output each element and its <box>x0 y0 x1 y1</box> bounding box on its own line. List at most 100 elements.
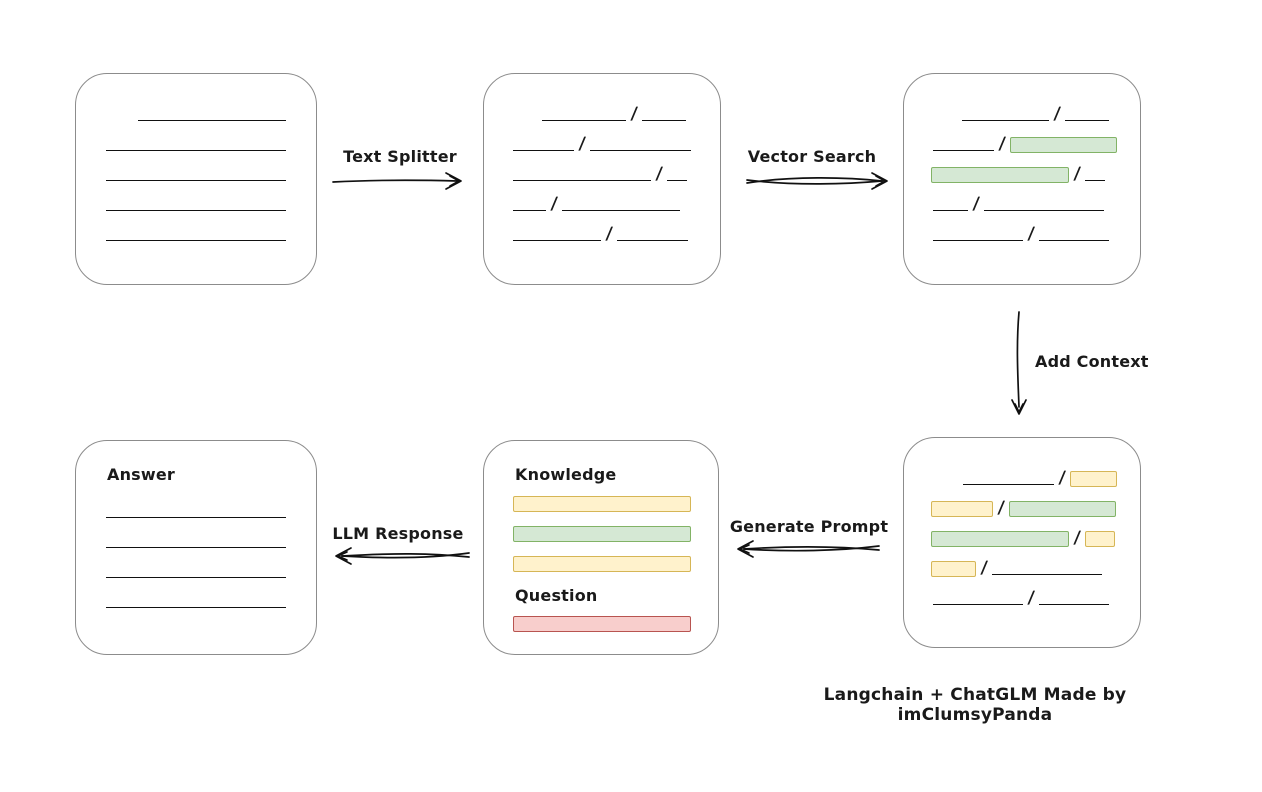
text-line <box>1039 604 1110 605</box>
text-line <box>513 240 601 241</box>
question-label: Question <box>515 586 598 605</box>
text-line <box>542 120 626 121</box>
chunk-row <box>76 594 316 610</box>
slash-separator: / <box>1027 223 1036 244</box>
text-line <box>513 210 546 211</box>
chunk-highlight-green <box>513 526 691 542</box>
chunk-row <box>484 616 718 632</box>
chunk-row <box>76 107 316 123</box>
text-line <box>513 180 651 181</box>
chunk-highlight-yellow <box>513 556 691 572</box>
generate-prompt-arrow <box>737 540 880 558</box>
text-line <box>963 484 1054 485</box>
chunk-row <box>484 526 718 542</box>
slash-separator: / <box>997 497 1006 518</box>
answer-box: Answer <box>75 440 317 655</box>
vector-search-result-box: / / / / / <box>903 73 1141 285</box>
chunk-row: / <box>484 103 720 124</box>
text-line <box>106 180 286 181</box>
slash-separator: / <box>1073 527 1082 548</box>
chunk-row: / <box>484 163 720 184</box>
slash-separator: / <box>1053 103 1062 124</box>
chunk-row <box>484 556 718 572</box>
slash-separator: / <box>550 193 559 214</box>
chunk-row <box>76 197 316 213</box>
chunk-row: / <box>904 497 1140 518</box>
chunk-row <box>76 137 316 153</box>
text-splitter-label: Text Splitter <box>343 147 457 166</box>
chunk-row: / <box>904 163 1140 184</box>
text-line <box>106 517 286 518</box>
slash-separator: / <box>1073 163 1082 184</box>
add-context-label: Add Context <box>1035 352 1149 371</box>
chunk-highlight-yellow <box>931 561 976 577</box>
vector-search-label: Vector Search <box>747 147 877 166</box>
chunk-row: / <box>904 103 1140 124</box>
slash-separator: / <box>972 193 981 214</box>
slash-separator: / <box>998 133 1007 154</box>
text-line <box>617 240 689 241</box>
text-line <box>667 180 688 181</box>
text-line <box>933 150 994 151</box>
slash-separator: / <box>980 557 989 578</box>
chunk-row <box>76 564 316 580</box>
chunk-row: / <box>904 133 1140 154</box>
split-chunks-box: / / / / / <box>483 73 721 285</box>
chunk-row: / <box>484 223 720 244</box>
chunk-highlight-yellow <box>1085 531 1116 547</box>
text-line <box>513 150 574 151</box>
text-line <box>106 607 286 608</box>
text-line <box>590 150 692 151</box>
chunk-row <box>76 227 316 243</box>
slash-separator: / <box>578 133 587 154</box>
chunk-row: / <box>484 193 720 214</box>
text-line <box>562 210 681 211</box>
text-line <box>933 604 1023 605</box>
chunk-row: / <box>904 467 1140 488</box>
answer-lines <box>76 504 316 610</box>
text-line <box>106 150 286 151</box>
text-line <box>1085 180 1106 181</box>
knowledge-bars <box>484 496 718 572</box>
chunk-highlight-green <box>931 167 1069 183</box>
chunk-row: / <box>484 133 720 154</box>
add-context-arrow <box>1011 311 1027 415</box>
context-chunks-box: / / / / / <box>903 437 1141 648</box>
source-document-box <box>75 73 317 285</box>
slash-separator: / <box>1027 587 1036 608</box>
text-line <box>106 240 286 241</box>
slash-separator: / <box>630 103 639 124</box>
chunk-row <box>76 167 316 183</box>
chunk-row: / <box>904 193 1140 214</box>
slash-separator: / <box>605 223 614 244</box>
chunk-row <box>76 534 316 550</box>
chunk-row: / <box>904 557 1140 578</box>
chunk-highlight-yellow <box>513 496 691 512</box>
text-line <box>1065 120 1110 121</box>
answer-label: Answer <box>107 465 176 484</box>
text-splitter-arrow <box>332 172 462 190</box>
vector-search-arrow <box>746 172 888 190</box>
chunk-row <box>76 504 316 520</box>
generate-prompt-label: Generate Prompt <box>729 517 889 536</box>
chunk-highlight-red <box>513 616 691 632</box>
chunk-highlight-green <box>1010 137 1118 153</box>
text-line <box>138 120 286 121</box>
chunk-highlight-green <box>1009 501 1117 517</box>
text-line <box>106 577 286 578</box>
llm-response-label: LLM Response <box>332 524 464 543</box>
chunk-row: / <box>904 587 1140 608</box>
prompt-box: Knowledge Question <box>483 440 719 655</box>
slash-separator: / <box>655 163 664 184</box>
text-line <box>106 210 286 211</box>
knowledge-label: Knowledge <box>515 465 617 484</box>
chunk-highlight-yellow <box>1070 471 1118 487</box>
credit-caption: Langchain + ChatGLM Made by imClumsyPand… <box>823 685 1127 725</box>
chunk-row <box>484 496 718 512</box>
text-line <box>962 120 1049 121</box>
text-line <box>1039 240 1110 241</box>
chunk-highlight-green <box>931 531 1069 547</box>
text-line <box>106 547 286 548</box>
chunk-highlight-yellow <box>931 501 993 517</box>
slash-separator: / <box>1058 467 1067 488</box>
